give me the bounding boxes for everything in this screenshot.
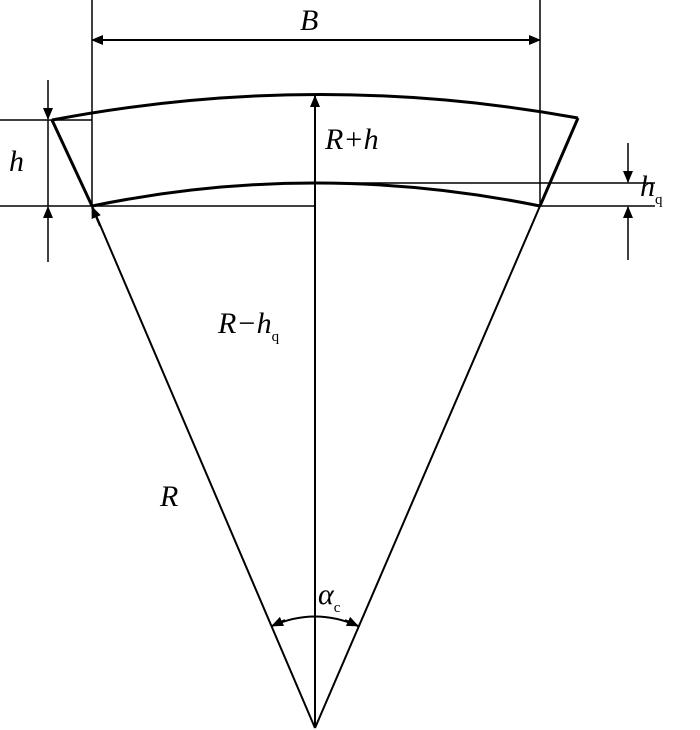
left-radius-line: [91, 205, 316, 729]
sector-outline: [50, 93, 580, 729]
label-h: h: [9, 145, 24, 178]
extension-lines: [0, 0, 655, 207]
label-R-plus-h: R+h: [325, 123, 379, 156]
label-R: R: [160, 480, 179, 513]
right-side-edge: [538, 117, 580, 207]
angle-arrow-right: [344, 616, 359, 627]
label-alpha-c: αc: [318, 578, 341, 616]
left-side-edge: [50, 119, 94, 207]
label-R-minus-h-q: R−hq: [218, 307, 280, 345]
label-h-q: hq: [640, 170, 663, 208]
label-B: B: [300, 4, 319, 37]
R-arrow-head: [91, 206, 101, 227]
angle-arrow-left: [271, 616, 286, 627]
outer-arc: [51, 93, 579, 122]
right-radius-line: [314, 205, 541, 729]
